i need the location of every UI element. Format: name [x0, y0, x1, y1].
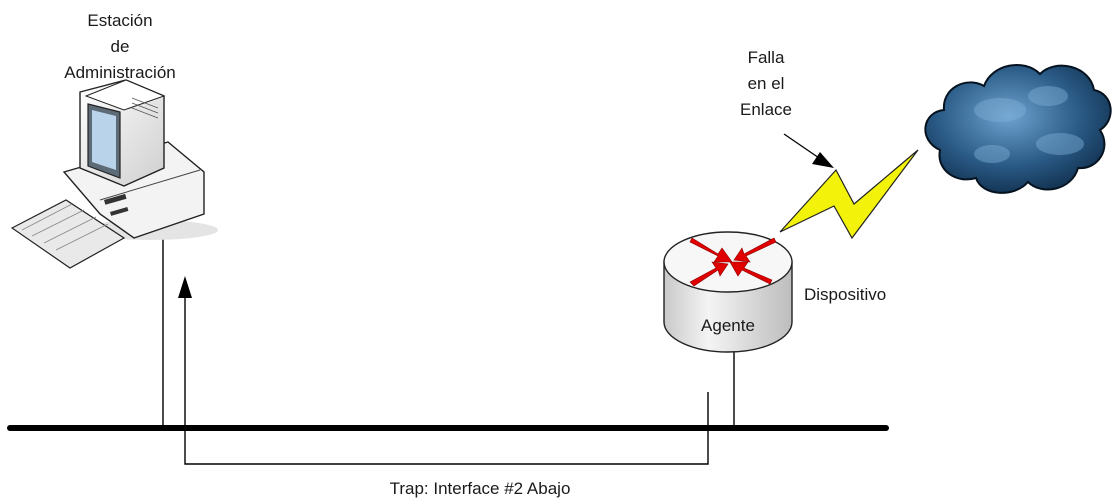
station-label-line-3: Administración	[64, 63, 176, 82]
cloud-icon	[924, 64, 1112, 194]
trap-path	[178, 276, 709, 465]
failure-label-line-2: en el	[748, 74, 785, 93]
station-label: Estación de Administración	[64, 11, 176, 82]
router-icon	[663, 231, 793, 353]
trap-arrow-head	[178, 276, 192, 298]
station-label-line-2: de	[111, 37, 130, 56]
trap-label: Trap: Interface #2 Abajo	[390, 479, 571, 498]
lightning-icon	[779, 149, 919, 240]
computer-icon	[10, 79, 218, 269]
device-label: Dispositivo	[804, 285, 886, 304]
station-label-line-1: Estación	[87, 11, 152, 30]
failure-label: Falla en el Enlace	[740, 48, 792, 119]
failure-label-line-1: Falla	[748, 48, 785, 67]
failure-label-line-3: Enlace	[740, 100, 792, 119]
failure-pointer-arrow	[783, 133, 834, 168]
agent-label: Agente	[701, 316, 755, 335]
